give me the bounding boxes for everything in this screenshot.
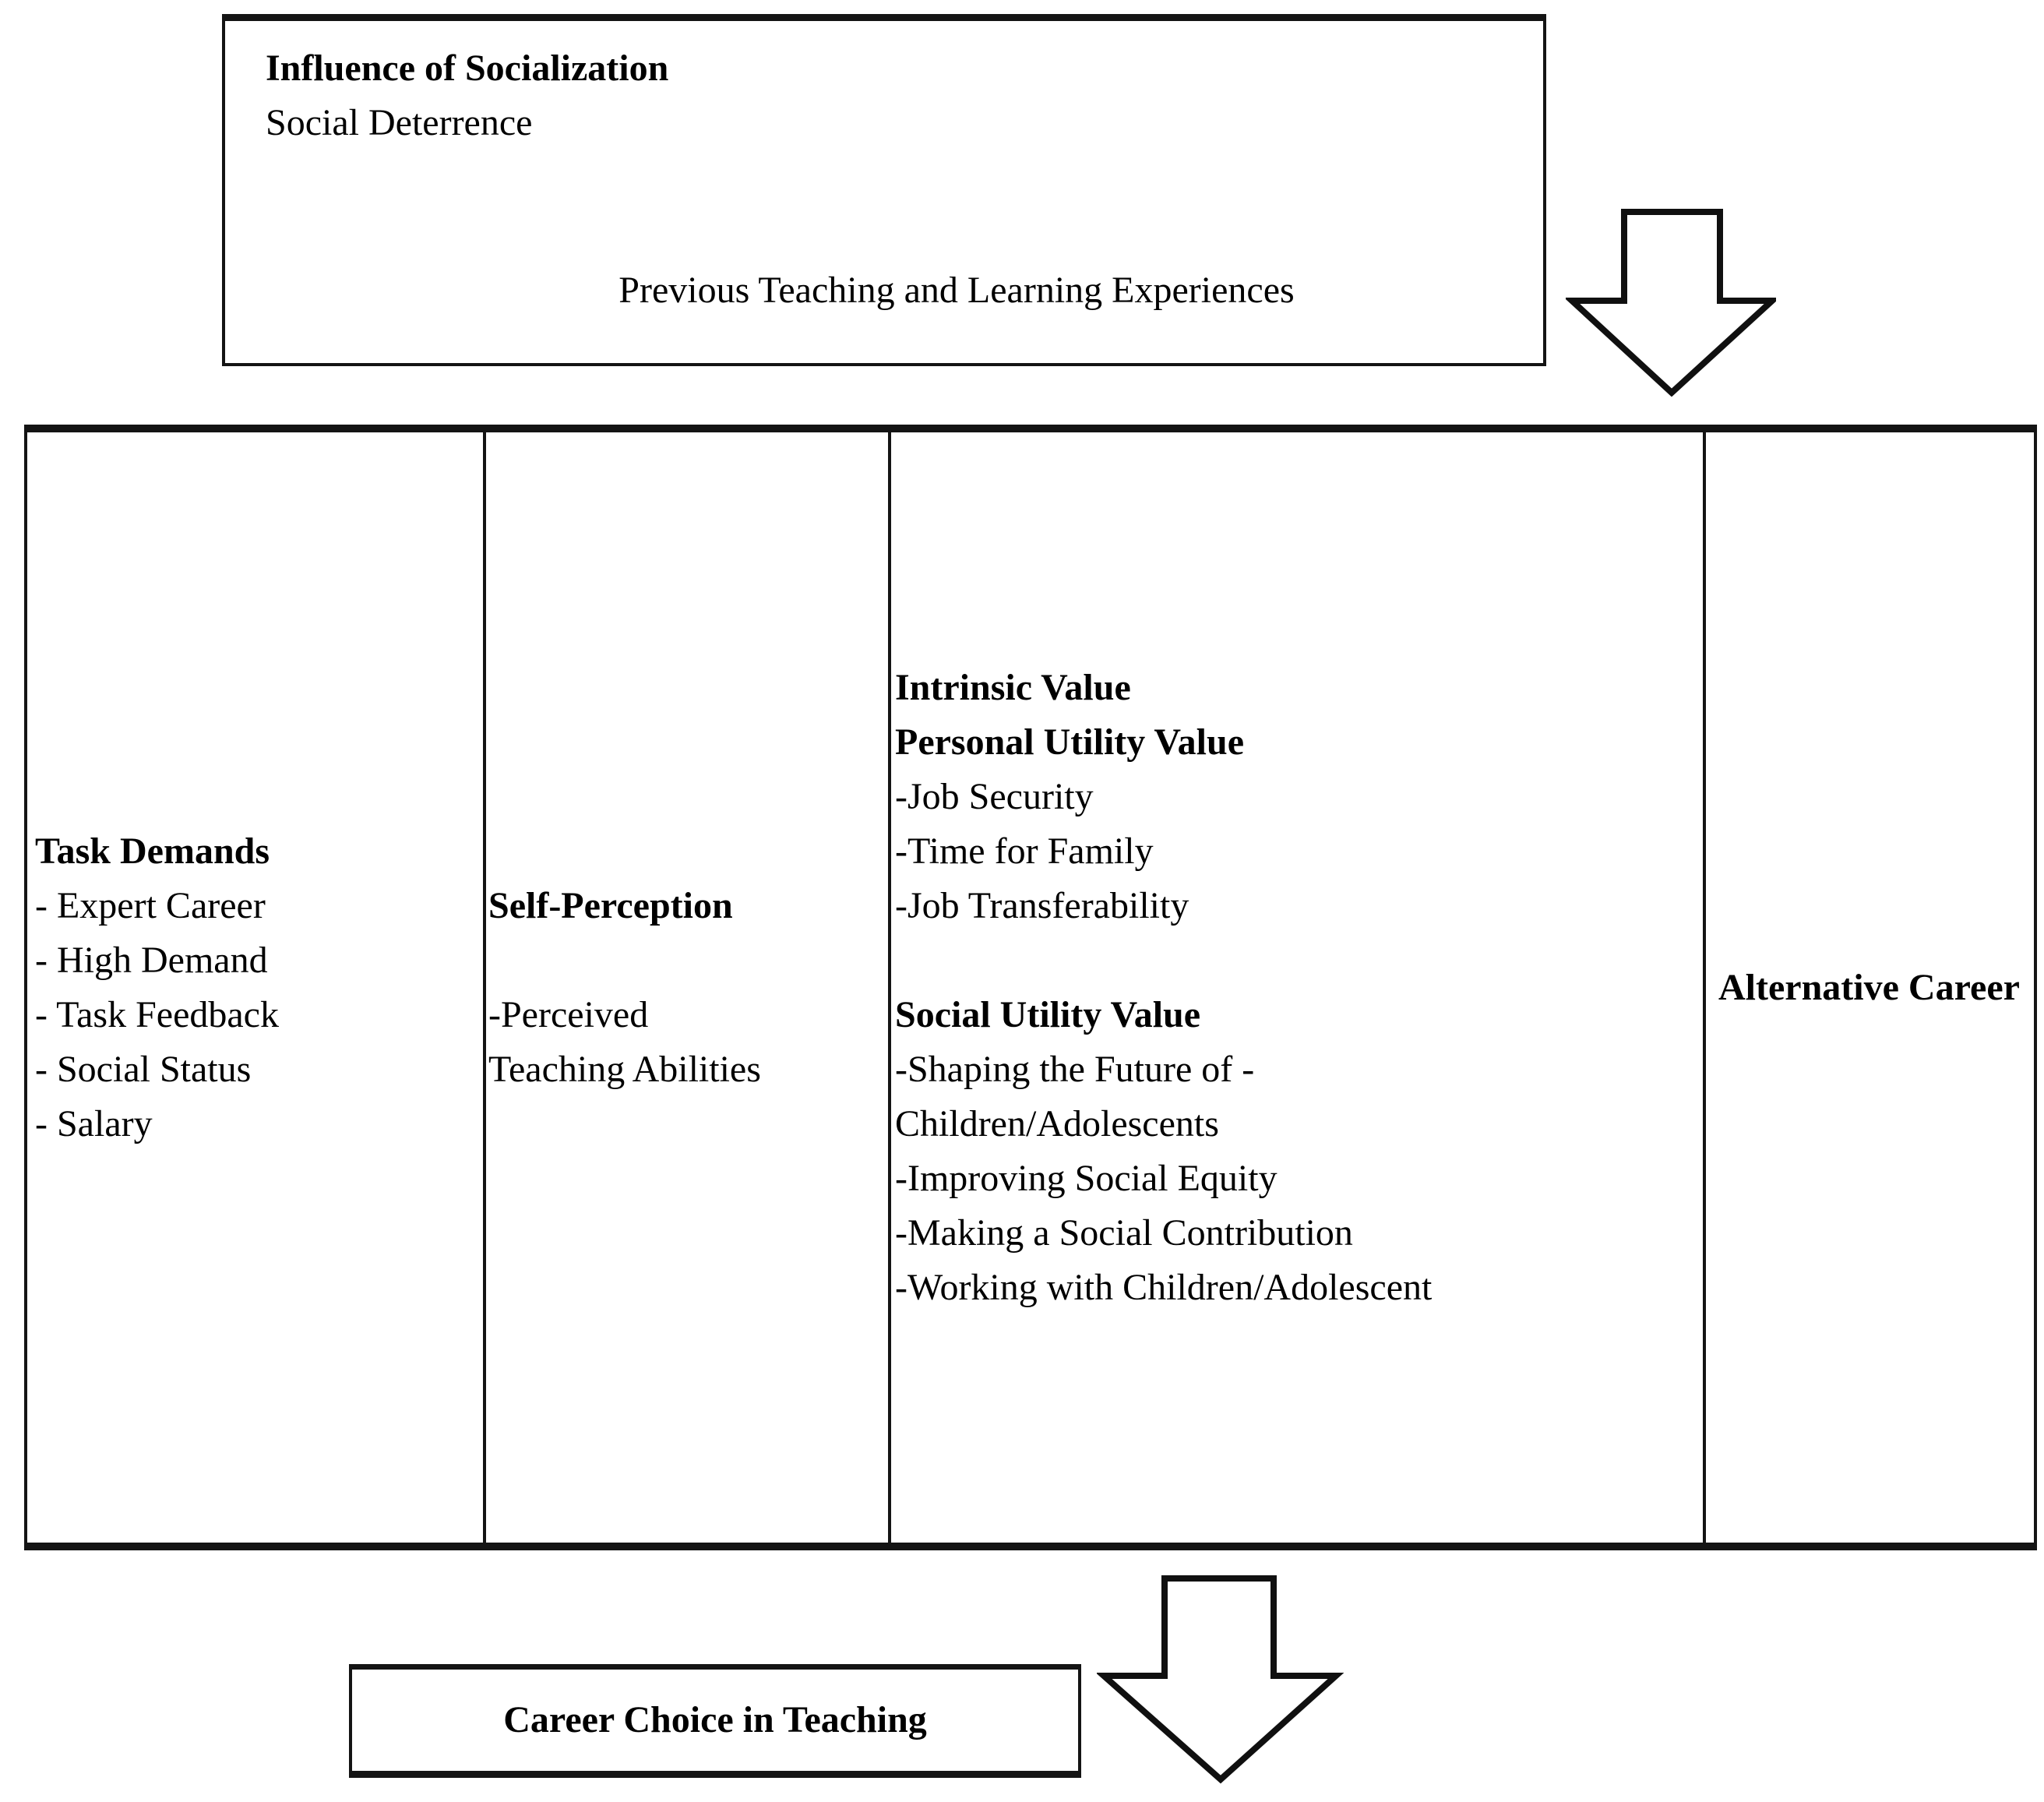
column-values: Intrinsic Value Personal Utility Value -…: [888, 432, 1703, 1543]
list-item: -Shaping the Future of -: [895, 1048, 1255, 1090]
motivation-factors-table: Task Demands - Expert Career - High Dema…: [24, 425, 2037, 1550]
career-choice-box: Career Choice in Teaching: [349, 1664, 1081, 1778]
down-arrow-icon: [1566, 209, 1776, 397]
list-item: -Time for Family: [895, 830, 1154, 872]
list-item: - Salary: [35, 1102, 153, 1144]
list-item: Teaching Abilities: [488, 1048, 761, 1090]
list-item: - High Demand: [35, 939, 268, 981]
spacer: [895, 933, 1703, 988]
self-perception-heading: Self-Perception: [488, 884, 733, 926]
list-item: -Making a Social Contribution: [895, 1211, 1353, 1254]
career-choice-label: Career Choice in Teaching: [503, 1699, 927, 1740]
column-alternative-career: Alternative Career: [1703, 432, 2034, 1543]
task-demands-text: Task Demands - Expert Career - High Dema…: [27, 824, 483, 1151]
list-item: -Perceived: [488, 993, 649, 1035]
top-box-title: Influence of Socialization: [266, 48, 669, 89]
alternative-career-text: Alternative Career: [1706, 961, 2034, 1015]
task-demands-heading: Task Demands: [35, 830, 270, 872]
list-item: - Social Status: [35, 1048, 252, 1090]
list-item: - Task Feedback: [35, 993, 279, 1035]
list-item: -Working with Children/Adolescent: [895, 1266, 1433, 1308]
spacer: [488, 933, 888, 988]
influence-of-socialization-box: Influence of Socialization Social Deterr…: [222, 14, 1546, 366]
values-text: Intrinsic Value Personal Utility Value -…: [891, 661, 1703, 1315]
column-task-demands: Task Demands - Expert Career - High Dema…: [27, 432, 483, 1543]
list-item: -Improving Social Equity: [895, 1157, 1278, 1199]
list-item: -Job Security: [895, 775, 1094, 817]
top-box-subtitle: Social Deterrence: [266, 102, 533, 143]
social-utility-value-heading: Social Utility Value: [895, 993, 1201, 1035]
list-item: Children/Adolescents: [895, 1102, 1219, 1144]
list-item: - Expert Career: [35, 884, 266, 926]
intrinsic-value-heading: Intrinsic Value: [895, 666, 1131, 708]
personal-utility-value-heading: Personal Utility Value: [895, 721, 1245, 763]
column-self-perception: Self-Perception -Perceived Teaching Abil…: [483, 432, 888, 1543]
alternative-career-heading: Alternative Career: [1718, 966, 2020, 1008]
self-perception-text: Self-Perception -Perceived Teaching Abil…: [486, 879, 888, 1097]
previous-experiences-label: Previous Teaching and Learning Experienc…: [618, 270, 1295, 311]
down-arrow-icon: [1097, 1575, 1344, 1784]
list-item: -Job Transferability: [895, 884, 1189, 926]
